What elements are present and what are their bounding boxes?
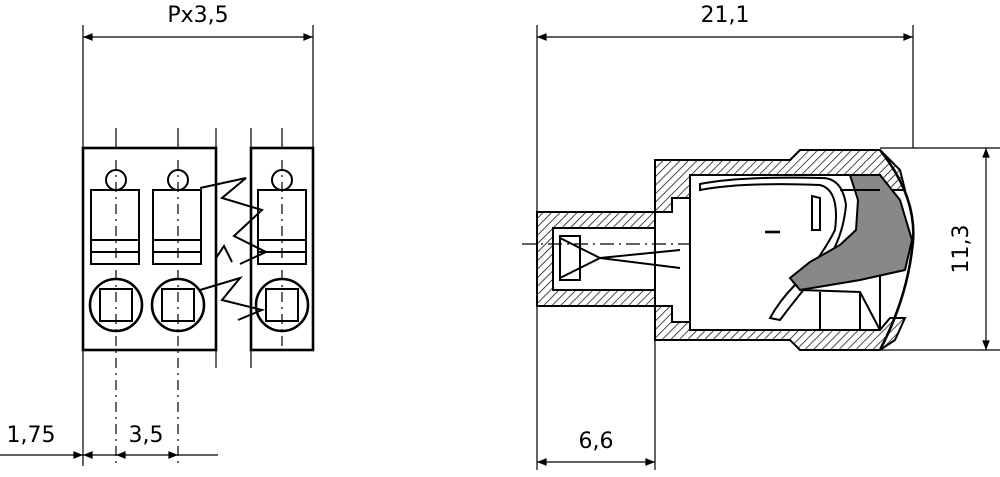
pin-offset-label: 6,6 [579,429,614,454]
housing-bottom-wall [654,305,907,351]
break-line-top [199,177,269,265]
release-lever [788,174,914,292]
housing-right-profile [878,149,915,351]
height-label: 11,3 [949,225,974,274]
connector-body-left [81,146,218,352]
side-section-view: 21,1 11,3 6,6 [522,3,1000,470]
pitch-label: Px3,5 [167,3,228,28]
break-line-bottom [199,276,266,321]
spring-clamp [699,176,848,322]
edge-offset-label: 1,75 [7,423,56,448]
front-view: Px3,5 [0,3,315,466]
overall-length-label: 21,1 [701,3,750,28]
pin-contact [559,237,681,279]
pitch-label-bottom: 3,5 [129,423,164,448]
